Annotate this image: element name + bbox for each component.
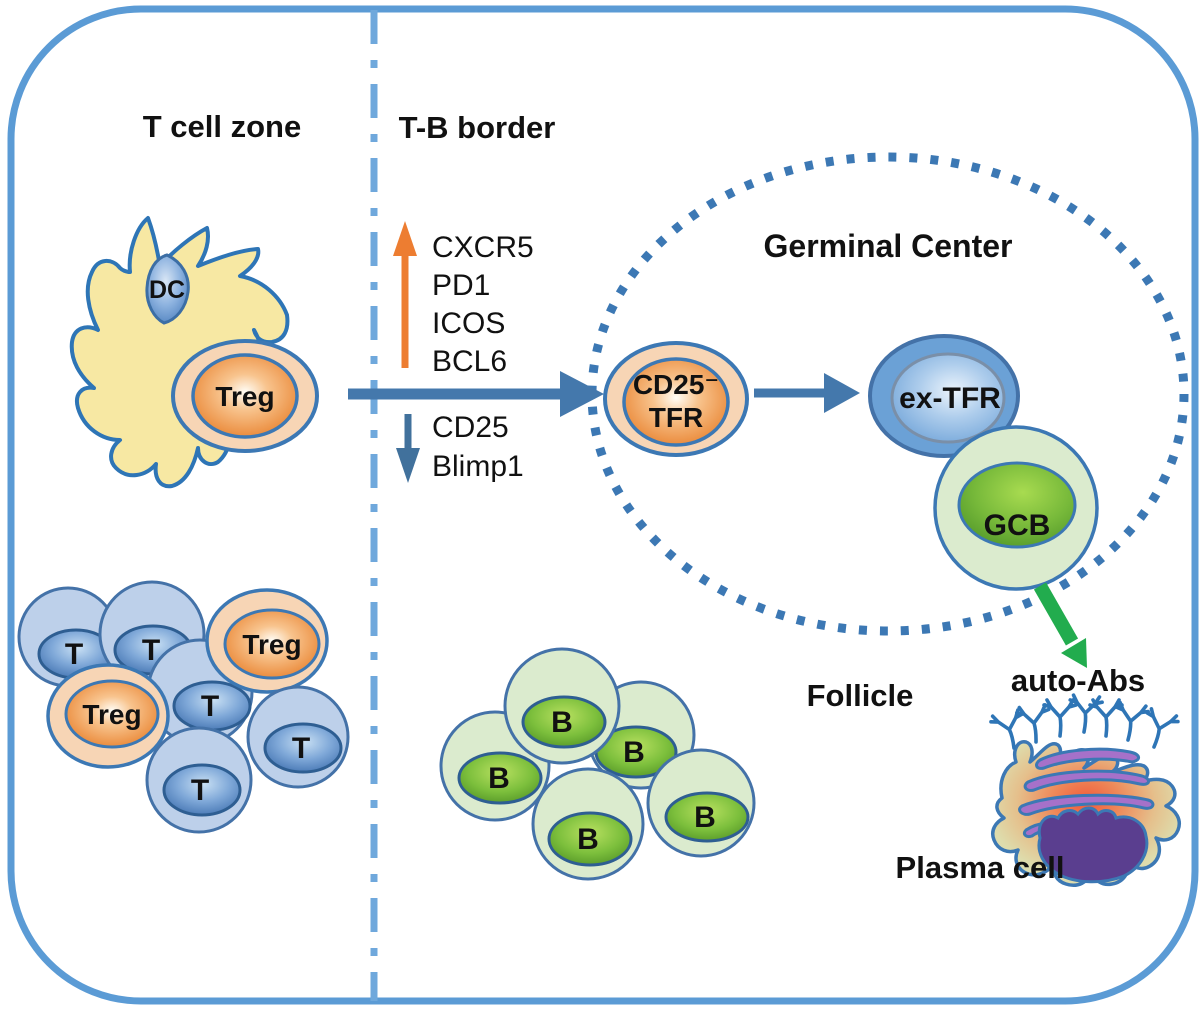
antibody-icon bbox=[1110, 700, 1151, 745]
t-cell-label: T bbox=[142, 634, 160, 667]
cd25neg-tfr-label-line2: TFR bbox=[649, 402, 703, 433]
up-arrow-head bbox=[393, 221, 417, 256]
b-cell-label: B bbox=[488, 762, 510, 795]
tb-downregulation-arrow bbox=[396, 414, 420, 483]
marker-blimp1: Blimp1 bbox=[432, 450, 524, 483]
plasma-er-stack bbox=[1018, 793, 1155, 816]
marker-cxcr5: CXCR5 bbox=[432, 231, 534, 264]
marker-pd1: PD1 bbox=[432, 269, 490, 302]
gcb-cell: GCB bbox=[933, 425, 1099, 591]
t-cell: T bbox=[246, 685, 350, 789]
plasma-er-stack bbox=[1035, 747, 1140, 770]
gcb-label: GCB bbox=[984, 509, 1051, 542]
green-arrow-head bbox=[1061, 638, 1087, 668]
antibody-icon bbox=[1066, 693, 1105, 735]
cd25neg-tfr-label-line1: CD25⁻ bbox=[633, 369, 719, 400]
b-cell: B bbox=[503, 647, 621, 765]
tfr-arrow-head bbox=[824, 373, 860, 413]
plasma-cell-label: Plasma cell bbox=[896, 850, 1065, 885]
antibody-icon bbox=[1088, 698, 1124, 738]
t-cell: T bbox=[145, 726, 253, 834]
plasma-cell bbox=[987, 693, 1182, 887]
main-arrow-head bbox=[560, 371, 604, 417]
upregulated-markers: CXCR5 PD1 ICOS BCL6 bbox=[432, 231, 534, 378]
dc-label: DC bbox=[149, 276, 185, 304]
outer-border bbox=[7, 5, 1199, 1005]
treg-inner bbox=[64, 679, 160, 749]
treg-inner bbox=[223, 608, 321, 680]
marker-icos: ICOS bbox=[432, 307, 505, 340]
b-cell-nucleus bbox=[664, 791, 750, 843]
t-cell-nucleus bbox=[263, 722, 343, 774]
b-cell: B bbox=[531, 767, 645, 881]
b-cell-label: B bbox=[694, 801, 716, 834]
marker-bcl6: BCL6 bbox=[432, 345, 507, 378]
antibody-icon bbox=[1014, 702, 1054, 746]
t-cell-label: T bbox=[201, 690, 219, 723]
follicle-label: Follicle bbox=[807, 678, 914, 713]
tb-border-label: T-B border bbox=[399, 110, 556, 145]
plasma-nucleus bbox=[1037, 806, 1149, 884]
downregulated-markers: CD25 Blimp1 bbox=[432, 411, 524, 483]
t-cell-label: T bbox=[292, 732, 310, 765]
germinal-center-boundary bbox=[587, 152, 1189, 636]
t-cell-nucleus bbox=[162, 763, 242, 817]
tb-upregulation-arrow bbox=[393, 221, 417, 368]
down-arrow-head bbox=[396, 448, 420, 483]
green-arrow-shaft bbox=[1033, 582, 1079, 646]
treg-label: Treg bbox=[82, 699, 141, 730]
treg-cell-zone: Treg bbox=[171, 339, 319, 453]
b-cell: B bbox=[646, 748, 756, 858]
marker-cd25: CD25 bbox=[432, 411, 509, 444]
germinal-center-label: Germinal Center bbox=[764, 228, 1013, 264]
b-cell-label: B bbox=[551, 706, 573, 739]
gcb-nucleus bbox=[957, 461, 1077, 549]
dc-nucleus bbox=[145, 253, 190, 325]
gcb-to-autoabs-arrow bbox=[1033, 582, 1087, 668]
antibody-icon bbox=[1042, 698, 1078, 738]
b-cell-cluster: B B B B B bbox=[439, 647, 756, 881]
b-cell-nucleus bbox=[547, 811, 633, 867]
treg-cell: Treg bbox=[46, 663, 170, 769]
b-cell-label: B bbox=[623, 736, 645, 769]
plasma-er-stack bbox=[1023, 769, 1150, 792]
antibody-icon bbox=[1136, 706, 1182, 754]
auto-abs-label: auto-Abs bbox=[1011, 663, 1145, 698]
treg-cell: Treg bbox=[205, 588, 329, 694]
ex-tfr-cell: ex-TFR bbox=[868, 334, 1020, 458]
treg-label: Treg bbox=[215, 381, 274, 412]
tfr-to-extfr-arrow bbox=[754, 373, 860, 413]
b-cell-label: B bbox=[577, 823, 599, 856]
ex-tfr-label: ex-TFR bbox=[899, 382, 1001, 415]
cd25neg-tfr-cell: CD25⁻ TFR bbox=[603, 341, 749, 457]
t-cell-label: T bbox=[65, 638, 83, 671]
b-cell-nucleus bbox=[521, 695, 607, 749]
t-cell-zone-label: T cell zone bbox=[143, 109, 301, 144]
cd25neg-tfr-inner bbox=[622, 357, 730, 447]
main-differentiation-arrow bbox=[348, 371, 604, 417]
ex-tfr-inner bbox=[890, 352, 1006, 444]
t-cell-label: T bbox=[191, 774, 209, 807]
treg-label: Treg bbox=[242, 629, 301, 660]
treg-inner bbox=[191, 353, 299, 439]
b-cell-nucleus bbox=[457, 751, 543, 805]
t-cell-cluster: T T T Treg Treg T T bbox=[17, 580, 350, 834]
